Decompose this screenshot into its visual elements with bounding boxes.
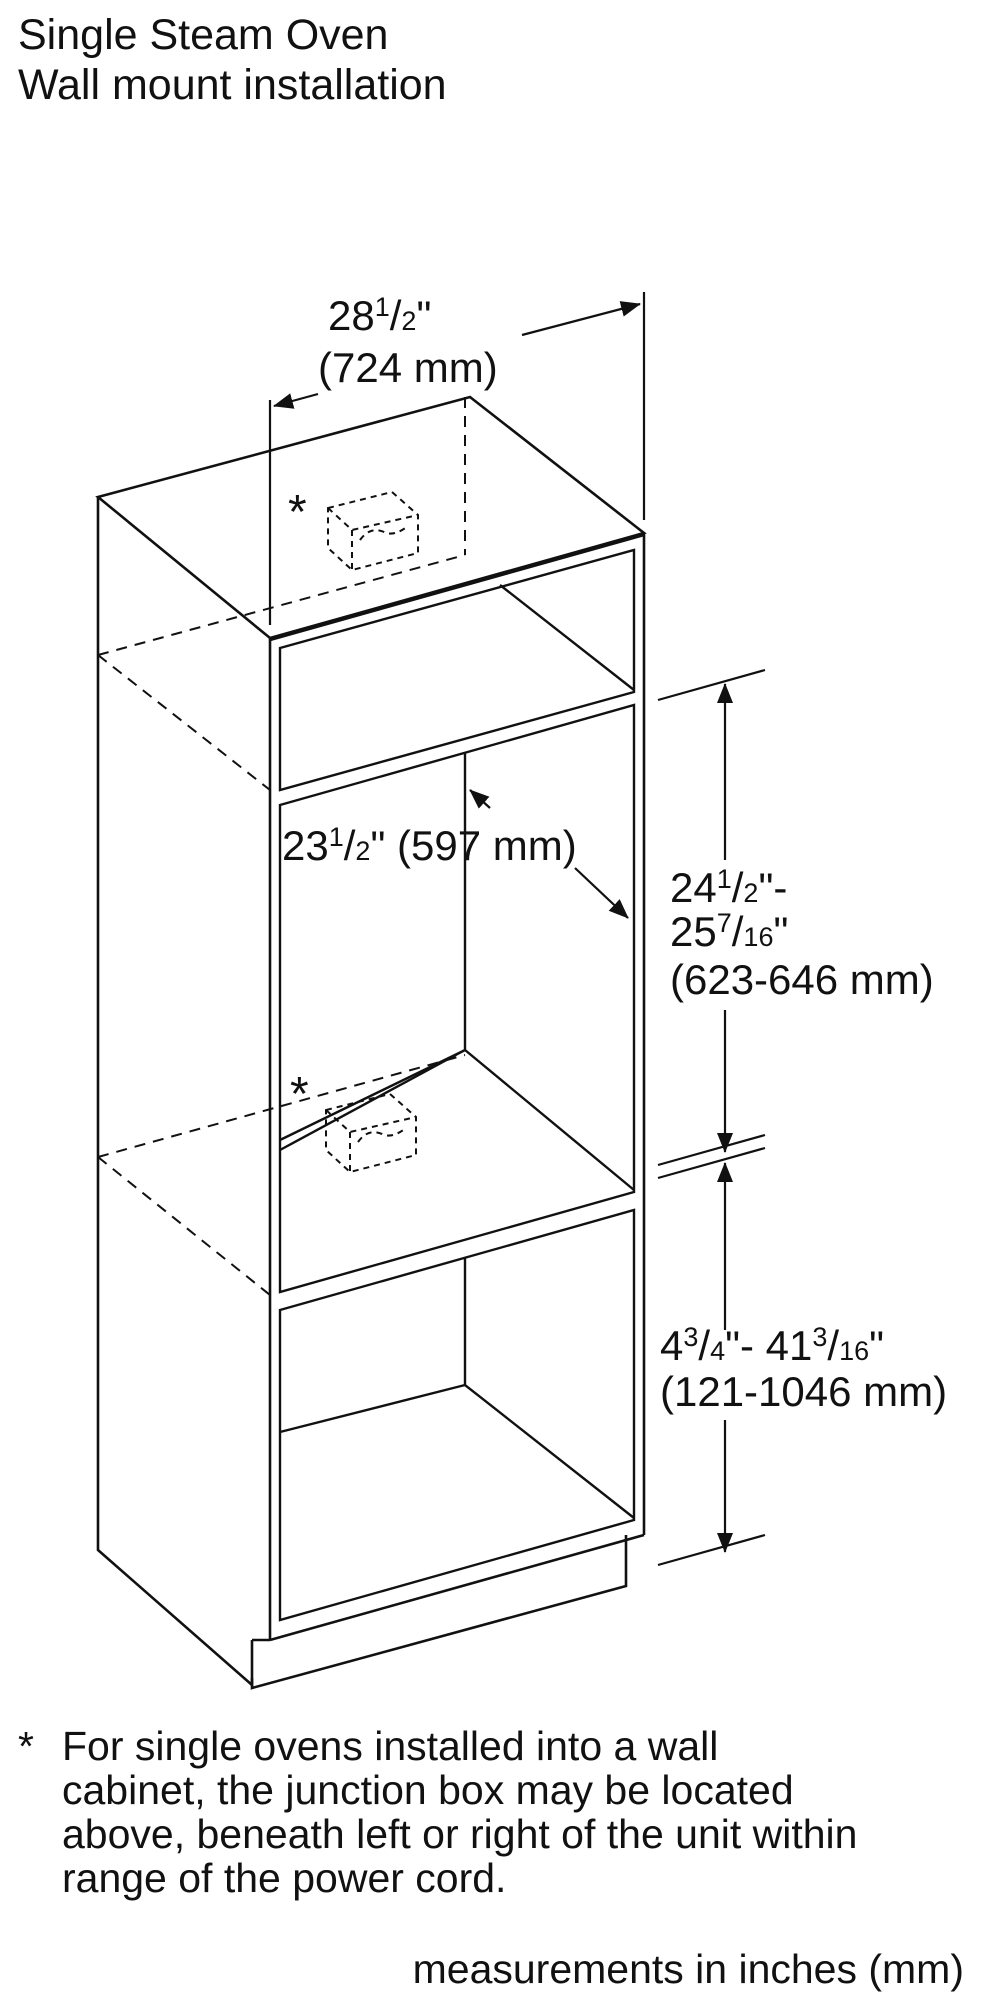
- height-dimensions: [657, 668, 766, 1567]
- cabinet-width-metric: (724 mm): [318, 344, 498, 391]
- measurement-units-note: measurements in inches (mm): [412, 1946, 964, 1992]
- cabinet-installation-drawing: * * 281/2" (724 mm) 231/2" (597 mm) 241/…: [95, 292, 947, 1690]
- cutout-height-line1: 241/2"-: [670, 864, 787, 911]
- junction-box-top: [327, 490, 419, 572]
- base-height-metric: (121-1046 mm): [660, 1368, 947, 1415]
- note-line-1: For single ovens installed into a wall: [62, 1723, 719, 1769]
- cutout-height-metric: (623-646 mm): [670, 956, 934, 1003]
- note-asterisk: *: [18, 1723, 34, 1769]
- cutout-width-arrows: [469, 789, 629, 919]
- note-line-4: range of the power cord.: [62, 1855, 507, 1901]
- width-dimension: [268, 292, 646, 625]
- cutout-height-line2: 257/16": [670, 908, 788, 955]
- note-line-3: above, beneath left or right of the unit…: [62, 1811, 858, 1857]
- asterisk-top: *: [288, 486, 307, 539]
- cutout-width-label: 231/2" (597 mm): [282, 822, 577, 869]
- asterisk-bottom: *: [290, 1068, 309, 1121]
- base-height-line1: 43/4"- 413/16": [660, 1322, 884, 1369]
- cabinet-width-imperial: 281/2": [328, 292, 431, 339]
- title-line-2: Wall mount installation: [18, 61, 447, 109]
- cabinet-openings: [278, 548, 636, 1622]
- hidden-lines: [97, 397, 466, 1296]
- note-line-2: cabinet, the junction box may be located: [62, 1767, 794, 1813]
- junction-box-bottom: [325, 1092, 417, 1174]
- title-line-1: Single Steam Oven: [18, 11, 389, 59]
- cabinet-outline: [95, 395, 647, 1690]
